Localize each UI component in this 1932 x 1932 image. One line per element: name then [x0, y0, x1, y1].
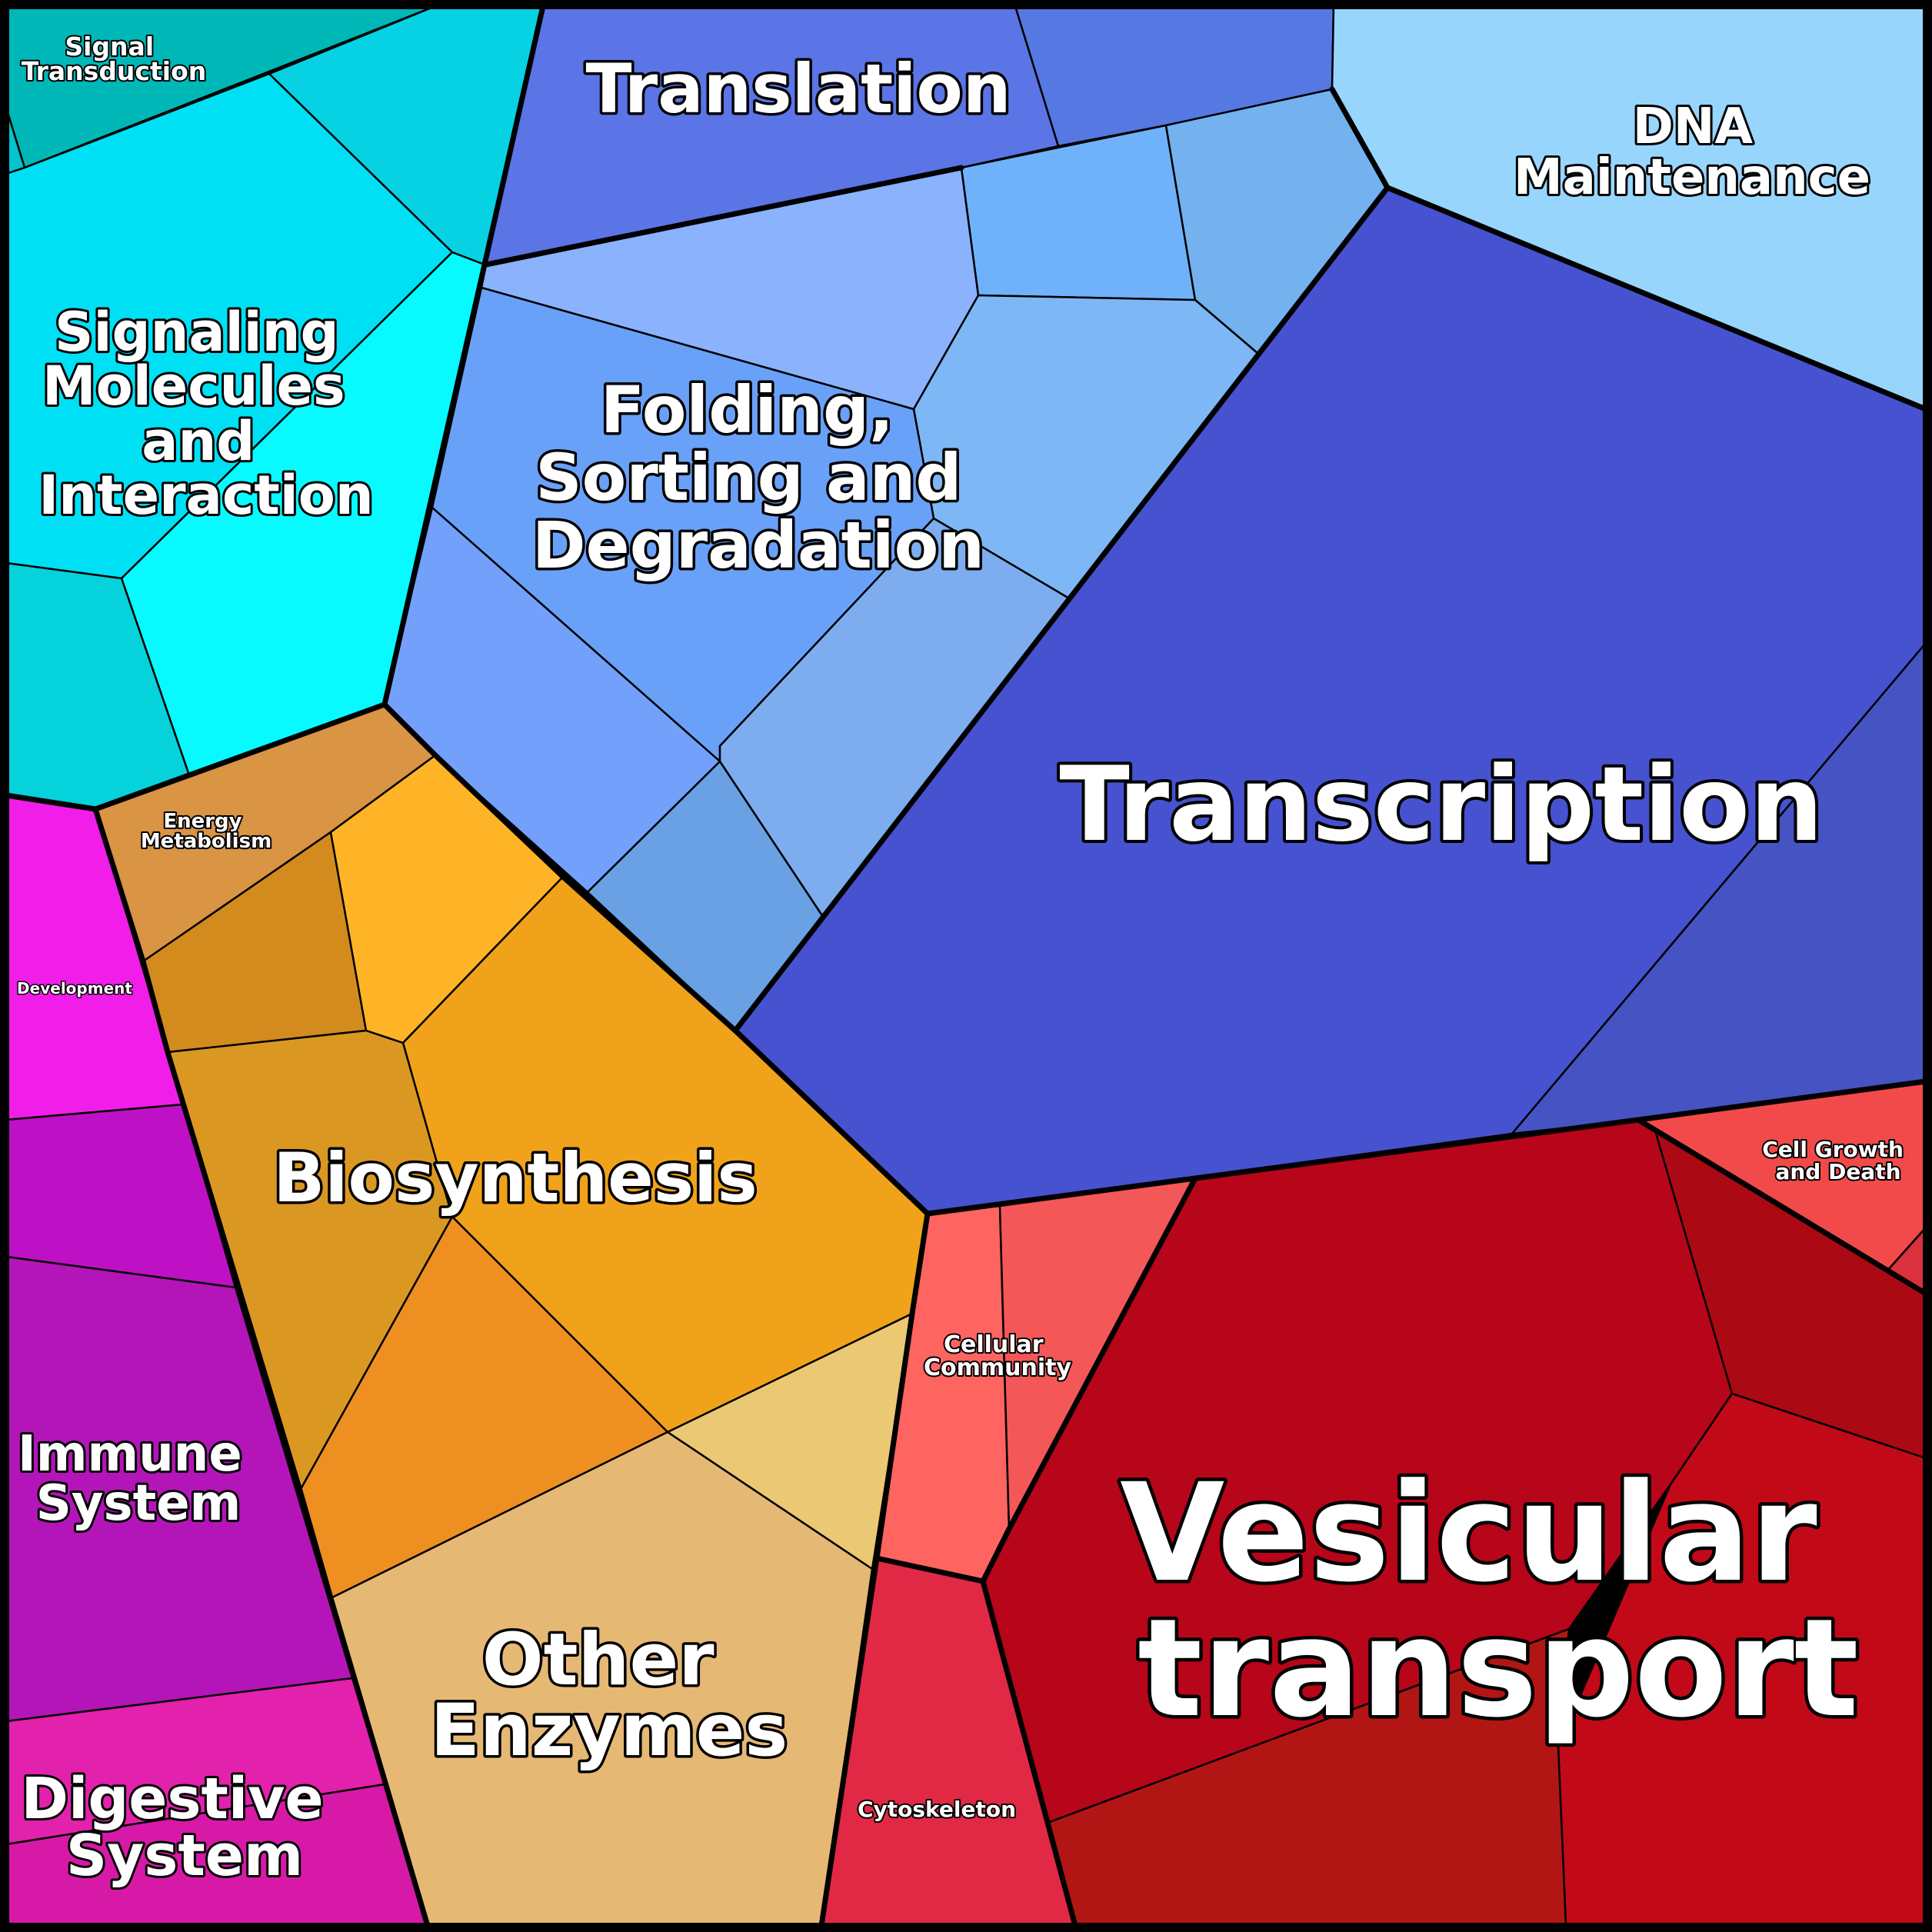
- label-immune-system: Immune System: [18, 1426, 259, 1532]
- label-dna-maintenance: DNA Maintenance: [1514, 98, 1870, 206]
- label-cell-growth: Cell Growth and Death: [1762, 1137, 1910, 1184]
- label-transcription: Transcription: [1059, 744, 1823, 864]
- label-other-enzymes: Other Enzymes: [431, 1618, 788, 1773]
- label-signaling-molecules: Signaling Molecules and Interaction: [38, 301, 373, 527]
- label-signal-transduction: Signal Transduction: [22, 32, 207, 86]
- label-biosynthesis: Biosynthesis: [273, 1138, 757, 1217]
- label-development: Development: [17, 979, 132, 998]
- label-vesicular-transport: Vesicular transport: [1120, 1454, 1864, 1747]
- label-cellular-community: Cellular Community: [924, 1331, 1071, 1381]
- category-borders: [3, 3, 1929, 1929]
- label-translation: Translation: [585, 49, 1011, 128]
- label-cytoskeleton: Cytoskeleton: [858, 1797, 1016, 1822]
- label-folding: Folding, Sorting and Degradation: [532, 372, 984, 583]
- label-energy-metabolism: Energy Metabolism: [141, 810, 271, 853]
- label-digestive-system: Digestive System: [22, 1766, 344, 1889]
